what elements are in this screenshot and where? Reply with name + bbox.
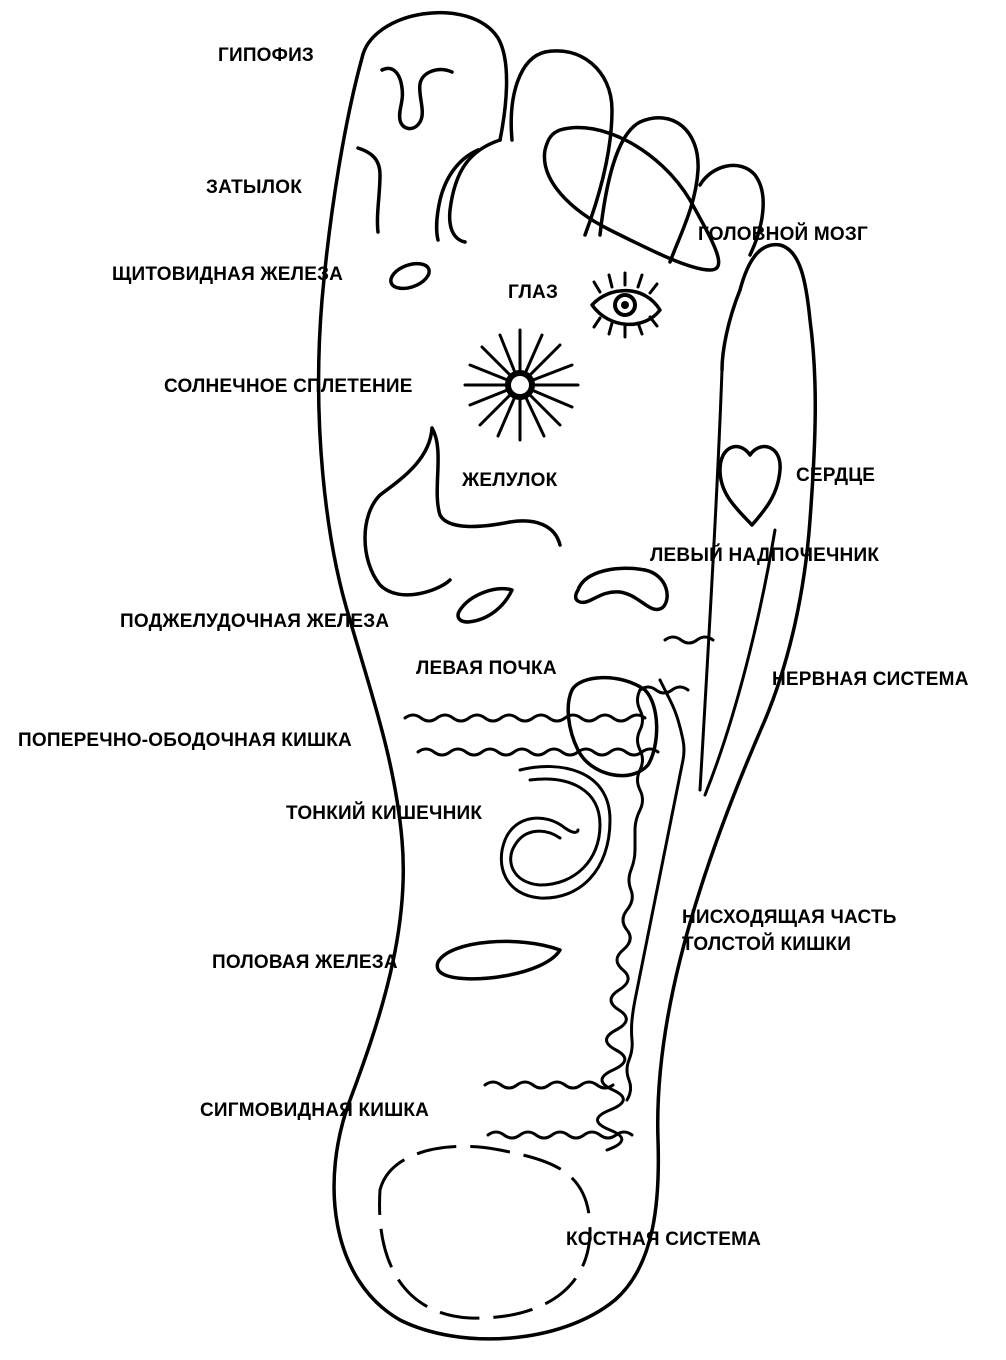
label-eye: ГЛАЗ xyxy=(508,282,559,303)
toe-3 xyxy=(598,116,700,264)
label-descending-colon-line1: НИСХОДЯЩАЯ ЧАСТЬ xyxy=(682,907,897,928)
descending-colon-outer xyxy=(625,678,686,1102)
label-transverse-colon: ПОПЕРЕЧНО-ОБОДОЧНАЯ КИШКА xyxy=(18,730,352,751)
pituitary-shape xyxy=(380,66,454,131)
toe-2-gap xyxy=(447,138,502,244)
label-heart: СЕРДЦЕ xyxy=(796,465,876,486)
label-stomach: ЖЕЛУЛОК xyxy=(462,470,558,491)
label-brain: ГОЛОВНОЙ МОЗГ xyxy=(698,224,868,245)
brain-loop xyxy=(542,125,721,272)
transverse-colon-shape xyxy=(403,713,660,757)
sigmoid-colon-shape xyxy=(483,1080,634,1140)
solar-plexus-icon xyxy=(463,328,580,442)
nervous-system-line-4 xyxy=(638,685,690,695)
label-thyroid: ЩИТОВИДНАЯ ЖЕЛЕЗА xyxy=(112,264,344,285)
label-sigmoid-colon: СИГМОВИДНАЯ КИШКА xyxy=(200,1100,430,1121)
thyroid-shape xyxy=(389,261,431,291)
toe-2 xyxy=(509,49,614,237)
eye-icon xyxy=(590,271,662,339)
label-left-kidney: ЛЕВАЯ ПОЧКА xyxy=(416,658,557,679)
nervous-system-line-1 xyxy=(698,368,724,792)
descending-colon-shape xyxy=(596,688,644,1152)
label-pancreas: ПОДЖЕЛУДОЧНАЯ ЖЕЛЕЗА xyxy=(120,611,390,632)
toe-4 xyxy=(698,163,765,257)
label-occiput: ЗАТЫЛОК xyxy=(206,177,302,198)
gonad-shape xyxy=(435,939,562,981)
label-left-adrenal: ЛЕВЫЙ НАДПОЧЕЧНИК xyxy=(650,545,880,566)
label-skeletal-system: КОСТНАЯ СИСТЕМА xyxy=(566,1229,762,1250)
small-intestine-shape xyxy=(499,765,612,900)
label-gonad: ПОЛОВАЯ ЖЕЛЕЗА xyxy=(212,952,398,973)
label-solar-plexus: СОЛНЕЧНОЕ СПЛЕТЕНИЕ xyxy=(164,376,413,397)
label-nervous-system: НЕРВНАЯ СИСТЕМА xyxy=(772,669,969,690)
pancreas-shape xyxy=(456,587,514,624)
occiput-mark-right xyxy=(434,148,480,242)
left-adrenal-shape xyxy=(573,566,669,612)
heel-dashed-outline xyxy=(378,1144,592,1320)
label-pituitary: ГИПОФИЗ xyxy=(218,45,315,66)
left-kidney-shape xyxy=(566,675,659,778)
nervous-system-line-3 xyxy=(663,635,715,645)
occiput-mark-left xyxy=(356,146,382,234)
nervous-system-line-2 xyxy=(703,528,777,797)
heart-shape xyxy=(718,444,782,527)
stomach-shape xyxy=(363,426,562,597)
label-small-intestine: ТОНКИЙ КИШЕЧНИК xyxy=(286,803,483,824)
label-descending-colon-line2: ТОЛСТОЙ КИШКИ xyxy=(682,934,852,955)
foot-outline xyxy=(316,10,818,1341)
